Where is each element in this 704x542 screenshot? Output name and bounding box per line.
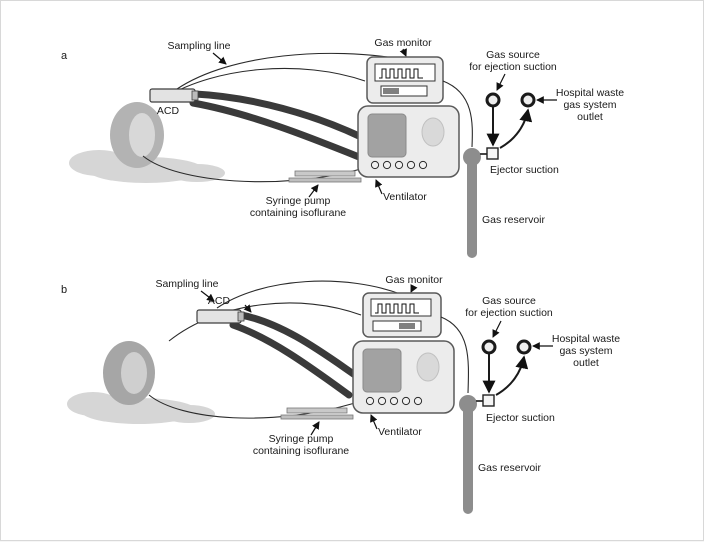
acd-device-b bbox=[196, 309, 245, 324]
gas-source-label-line2-b: for ejection suction bbox=[465, 307, 553, 319]
breathing-tube-lower bbox=[189, 99, 363, 161]
gas-reservoir bbox=[463, 148, 481, 258]
gas-source-valve bbox=[485, 92, 501, 108]
gas-reservoir-b bbox=[459, 395, 477, 514]
ventilator-b bbox=[352, 340, 455, 414]
gas-monitor bbox=[366, 56, 444, 104]
syringe-pump-label-line2: containing isoflurane bbox=[250, 207, 346, 219]
syringe-pump bbox=[288, 170, 362, 183]
breathing-tube-lower-b bbox=[229, 321, 353, 399]
gas-monitor-b bbox=[362, 292, 442, 338]
hospital-waste-label-line3: outlet bbox=[577, 111, 603, 123]
syringe-pump-b bbox=[280, 407, 354, 420]
gas-source-label-line1: Gas source bbox=[486, 49, 540, 61]
gas-monitor-label: Gas monitor bbox=[374, 37, 432, 49]
ventilator-pointer-b bbox=[370, 414, 378, 430]
waste-outlet-valve bbox=[520, 92, 536, 108]
waveform-trace bbox=[379, 68, 423, 79]
hospital-waste-label-line3-b: outlet bbox=[573, 357, 599, 369]
sampling-line-label: Sampling line bbox=[167, 40, 230, 52]
patient-head-b bbox=[103, 341, 155, 405]
hospital-waste-label-line1-b: Hospital waste bbox=[552, 333, 620, 345]
sampling-line-pointer-b bbox=[200, 290, 215, 302]
ejector-suction-box-b bbox=[482, 394, 495, 407]
ejector-suction-label: Ejector suction bbox=[490, 164, 559, 176]
panel-a: a ACD Sampling line Gas monitor bbox=[61, 37, 624, 258]
ejector-to-waste-arrow bbox=[499, 108, 533, 149]
syringe-pump-label-line1-b: Syringe pump bbox=[269, 433, 334, 445]
gas-reservoir-label-b: Gas reservoir bbox=[478, 462, 542, 474]
acd-label: ACD bbox=[157, 105, 180, 117]
gas-source-valve-b bbox=[481, 339, 497, 355]
patient-bed-b bbox=[67, 392, 215, 424]
gas-source-label-line1-b: Gas source bbox=[482, 295, 536, 307]
ventilator-buttons-b bbox=[365, 396, 423, 406]
sampling-line-tube bbox=[176, 52, 402, 90]
gas-source-pointer-b bbox=[492, 320, 502, 338]
sampling-line-pointer bbox=[212, 52, 227, 65]
syringe-pump-pointer bbox=[308, 184, 319, 198]
ventilator-knob bbox=[421, 117, 445, 147]
waveform-trace-b bbox=[375, 303, 419, 314]
gas-monitor-pointer bbox=[399, 48, 407, 57]
acd-flow-arrow-b bbox=[243, 304, 252, 313]
monitor-exhaust-line bbox=[442, 80, 473, 148]
gas-source-pointer bbox=[496, 73, 506, 91]
breathing-tube-upper bbox=[191, 90, 365, 141]
patient-head bbox=[110, 102, 164, 168]
hospital-waste-label-line1: Hospital waste bbox=[556, 87, 624, 99]
ventilator-screen bbox=[367, 113, 407, 158]
gas-monitor-readout-segment-b bbox=[399, 323, 415, 329]
ventilator-screen-b bbox=[362, 348, 402, 393]
breathing-tube-upper-b bbox=[237, 311, 359, 379]
syringe-pump-label-line1: Syringe pump bbox=[266, 195, 331, 207]
ventilator-label-b: Ventilator bbox=[378, 426, 422, 438]
gas-monitor-readout-segment bbox=[383, 88, 399, 94]
ventilator-pointer bbox=[375, 179, 383, 195]
panel-a-letter: a bbox=[61, 50, 68, 62]
acd-device bbox=[149, 88, 199, 103]
ventilator bbox=[357, 105, 460, 178]
acd-label-b: ACD bbox=[208, 295, 231, 307]
sampling-line-return bbox=[165, 67, 366, 98]
syringe-pump-label-line2-b: containing isoflurane bbox=[253, 445, 349, 457]
ejector-suction-box bbox=[486, 147, 499, 160]
ejector-suction-label-b: Ejector suction bbox=[486, 412, 555, 424]
gas-monitor-readout bbox=[380, 85, 428, 97]
monitor-exhaust-line-b bbox=[440, 316, 470, 394]
ventilator-buttons bbox=[370, 160, 428, 170]
panel-b-letter: b bbox=[61, 284, 67, 296]
waste-outlet-valve-b bbox=[516, 339, 532, 355]
hospital-waste-label-line2: gas system bbox=[563, 99, 616, 111]
ventilator-knob-b bbox=[416, 352, 440, 382]
ventilator-label: Ventilator bbox=[383, 191, 427, 203]
gas-monitor-pointer-b bbox=[410, 284, 418, 293]
sampling-line-return-b bbox=[168, 302, 362, 342]
sampling-line-tube-b bbox=[216, 280, 404, 309]
gas-monitor-label-b: Gas monitor bbox=[385, 274, 443, 286]
gas-source-label-line2: for ejection suction bbox=[469, 61, 557, 73]
gas-reservoir-label: Gas reservoir bbox=[482, 214, 546, 226]
panel-b: b ACD Sampling line Gas monitor bbox=[61, 274, 620, 514]
gas-monitor-readout-b bbox=[372, 320, 422, 332]
sampling-line-label-b: Sampling line bbox=[155, 278, 218, 290]
ejector-to-waste-arrow-b bbox=[495, 355, 529, 396]
syringe-pump-pointer-b bbox=[310, 421, 320, 436]
patient-bed bbox=[69, 150, 225, 183]
hospital-waste-label-line2-b: gas system bbox=[559, 345, 612, 357]
